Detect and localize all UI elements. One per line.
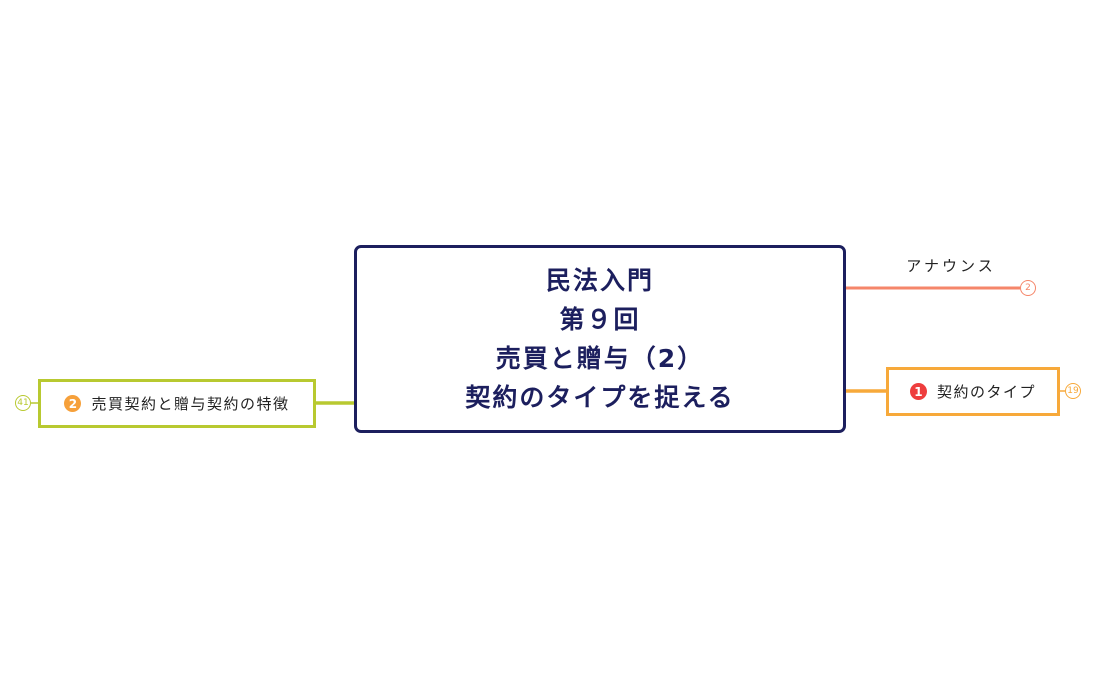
topic-features-label: 売買契約と贈与契約の特徴 xyxy=(91,395,290,413)
central-topic-line-4: 契約のタイプを捉える xyxy=(465,383,735,412)
topic-announce[interactable]: アナウンス xyxy=(897,252,1005,278)
topic-announce-label: アナウンス xyxy=(906,256,996,275)
central-topic-line-2: 第９回 xyxy=(559,305,641,334)
collapsed-count-features-value: 41 xyxy=(17,398,29,408)
priority-1-icon: 1 xyxy=(909,383,927,400)
central-topic-line-3: 売買と贈与（2） xyxy=(495,344,705,373)
collapsed-count-contract-types[interactable]: 19 xyxy=(1065,383,1081,399)
collapsed-count-announce[interactable]: 2 xyxy=(1020,280,1036,296)
central-topic-line-1: 民法入門 xyxy=(545,266,654,295)
priority-2-icon: 2 xyxy=(64,395,82,412)
topic-contract-types[interactable]: 1 契約のタイプ xyxy=(886,367,1060,416)
topic-features[interactable]: 2 売買契約と贈与契約の特徴 xyxy=(38,379,316,428)
collapsed-count-announce-value: 2 xyxy=(1025,283,1031,293)
collapsed-count-features[interactable]: 41 xyxy=(15,395,31,411)
topic-contract-types-label: 契約のタイプ xyxy=(936,383,1036,401)
central-topic[interactable]: 民法入門 第９回 売買と贈与（2） 契約のタイプを捉える xyxy=(354,245,846,433)
collapsed-count-contract-types-value: 19 xyxy=(1067,386,1079,396)
